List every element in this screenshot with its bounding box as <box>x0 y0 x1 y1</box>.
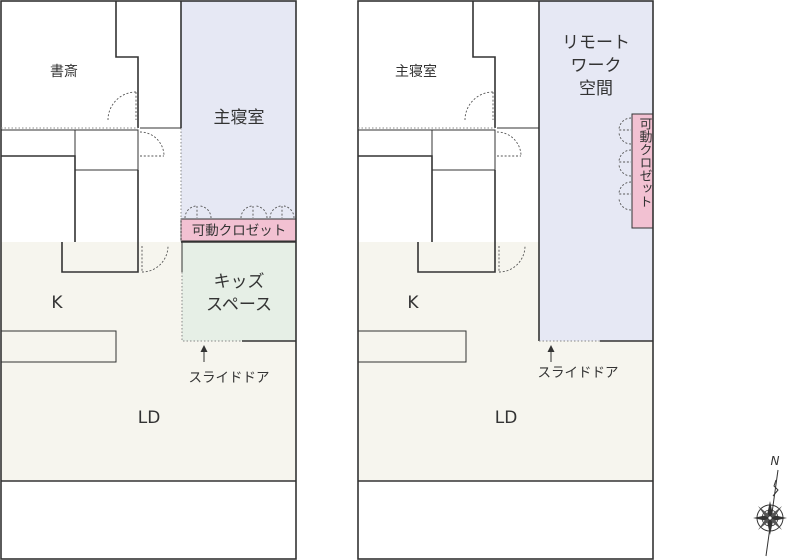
kids-label-2: スペース <box>206 295 272 315</box>
kitchen-counter-right <box>357 330 467 363</box>
outer-wall-right <box>357 0 654 560</box>
study-label: 書斎 <box>50 63 78 80</box>
master-bedroom-label-right: 主寝室 <box>395 63 437 80</box>
remote-work-label-1: リモート <box>562 33 630 53</box>
master-bedroom-area-left <box>181 1 296 219</box>
master-bedroom-label-left: 主寝室 <box>214 107 265 128</box>
closet-label-left: 可動クロゼット <box>192 223 287 239</box>
kids-space-area <box>182 243 296 341</box>
slide-door-label-left: スライドドア <box>189 370 270 386</box>
closet-label-right: 可動クロゼット <box>637 117 653 208</box>
compass-rose: N <box>753 454 787 557</box>
plan-right: 主寝室 リモート ワーク 空間 可動クロゼット K LD スライドドア <box>357 0 654 560</box>
plan-left: 書斎 主寝室 可動クロゼット キッズ スペース K LD スライドドア <box>0 0 297 560</box>
kitchen-label-right: K <box>407 293 419 313</box>
kids-label-1: キッズ <box>214 272 265 292</box>
kitchen-label-left: K <box>51 293 63 313</box>
remote-work-label-2: ワーク <box>571 56 622 76</box>
remote-work-label-3: 空間 <box>579 79 613 99</box>
outer-wall-left <box>0 0 297 560</box>
kitchen-counter-left <box>0 330 117 363</box>
compass-north-label: N <box>771 454 780 468</box>
living-label-left: LD <box>138 408 161 428</box>
living-label-right: LD <box>495 408 518 428</box>
slide-door-label-right: スライドドア <box>538 365 619 381</box>
